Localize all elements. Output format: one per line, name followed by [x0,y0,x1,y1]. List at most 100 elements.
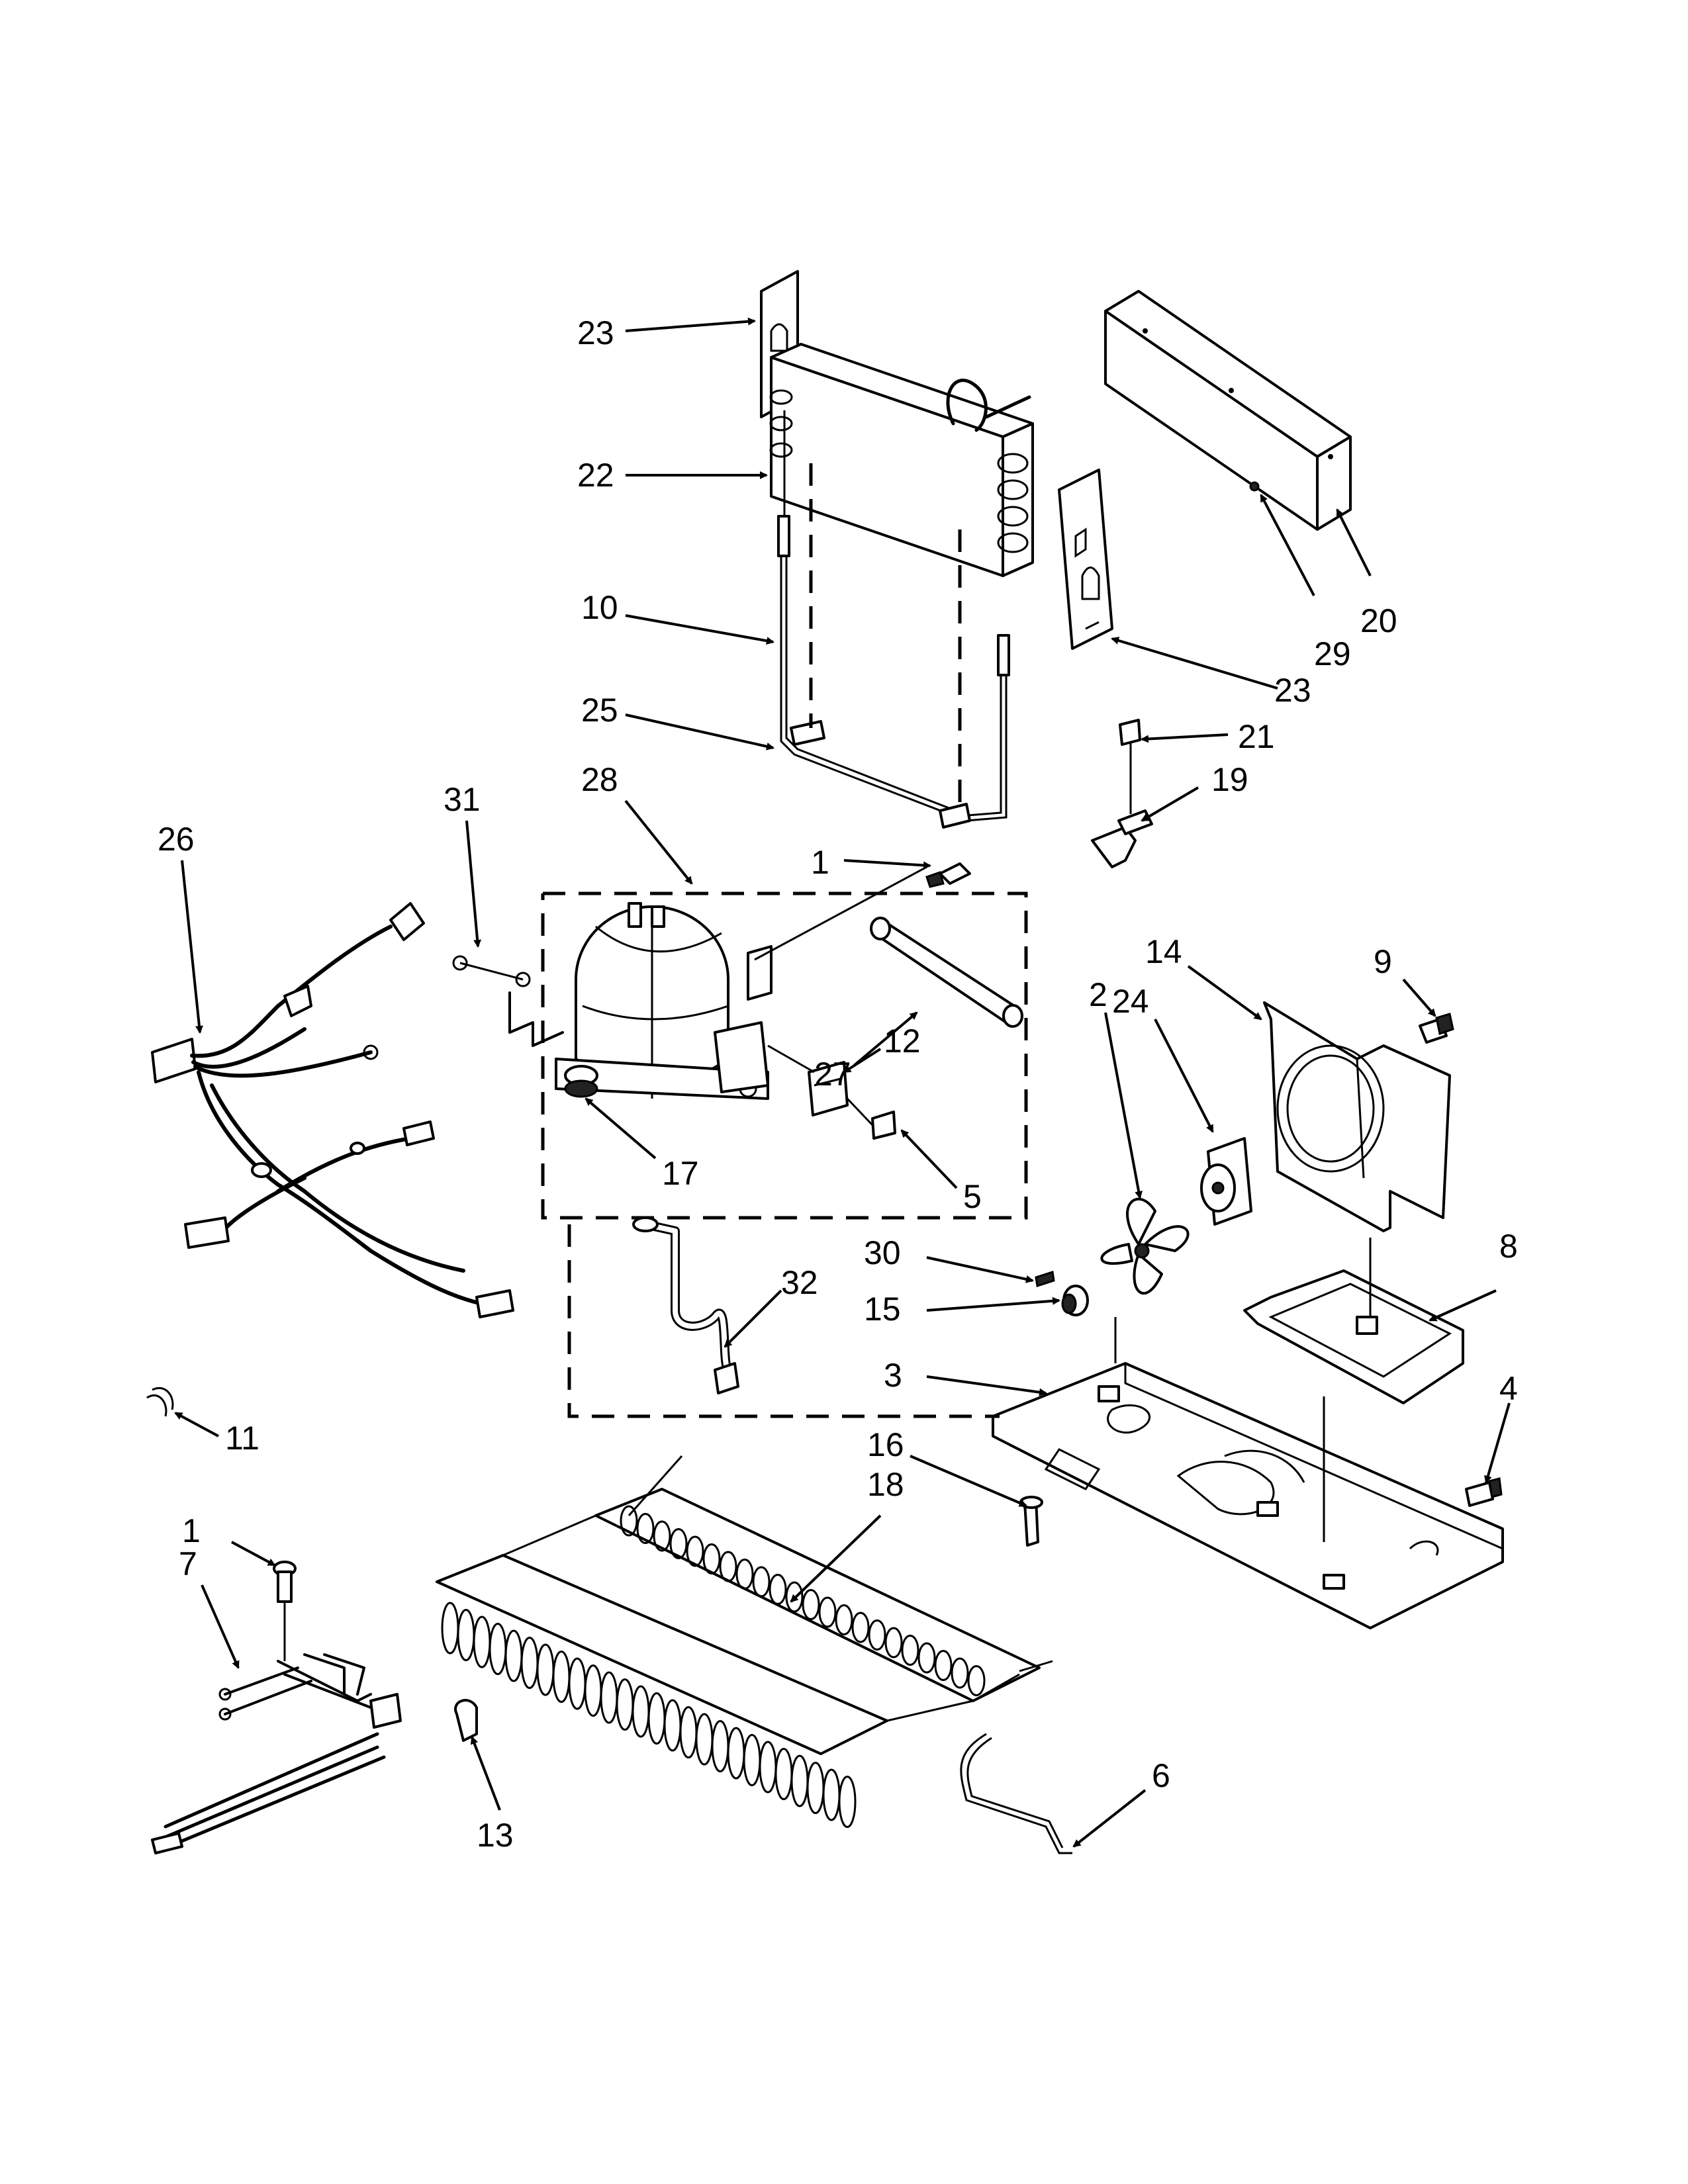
callout-24: 24 [1112,983,1149,1020]
wire-harness-7-part [151,1653,402,1854]
evaporator-cover-part [1104,290,1352,531]
condenser-coil-loop [489,1623,507,1675]
defrost-heater-part [777,410,1010,829]
condenser-coil-loop [520,1637,539,1689]
condenser-18-part [436,1455,1053,1755]
evaporator-bracket-right-part [1058,469,1113,650]
condenser-coil-loop [568,1657,586,1710]
condenser-coil-loop-upper [851,1612,870,1643]
callout-6: 6 [1152,1757,1170,1794]
callout-31: 31 [444,781,481,818]
condenser-coil-loop-upper [802,1589,820,1620]
condenser-coil-loop [584,1664,602,1717]
callout-13: 13 [477,1817,514,1854]
callout-26: 26 [158,821,195,858]
condenser-coil-loop-upper [653,1520,671,1552]
condenser-coil-loop [790,1754,809,1807]
condenser-coil-loop [727,1727,745,1780]
wire-11-part [146,1387,174,1417]
condenser-coil-loop [457,1609,475,1661]
screw-21-part [1119,719,1141,814]
condenser-coil-loop-upper [686,1535,704,1567]
callout-3: 3 [884,1357,902,1394]
drier-27-part [870,917,1023,1028]
screw-1-upper-part [925,862,971,888]
ground-strap-31-part [452,955,564,1047]
callout-8: 8 [1499,1228,1518,1265]
callout-19: 19 [1211,761,1248,798]
condenser-coil-loop-upper [719,1551,737,1582]
callout-28: 28 [581,761,618,798]
condenser-coil-loop-upper [917,1642,936,1674]
condenser-coil-loop-upper [620,1505,638,1537]
callout-23-left: 23 [577,314,614,351]
compressor-part [555,902,773,1100]
condenser-coil-loop-upper [835,1604,853,1635]
condenser-coil-loop [616,1678,634,1731]
condenser-coils [441,1505,986,1828]
callout-14: 14 [1145,933,1182,970]
rod-6-part [960,1733,1072,1854]
callout-9: 9 [1374,943,1392,980]
condenser-coil-loop [774,1748,793,1800]
tray-8-part [1243,1269,1464,1404]
callout-15: 15 [864,1291,901,1328]
condenser-coil-loop [552,1651,571,1703]
fan-motor-24-part [1200,1137,1252,1226]
condenser-coil-loop [536,1643,555,1696]
condenser-coil-loop [632,1685,650,1738]
condenser-coil-loop [822,1768,841,1821]
condenser-coil-loop-upper [951,1657,969,1689]
condenser-coil-loop [504,1629,523,1682]
callout-17: 17 [662,1155,699,1192]
callout-27: 27 [814,1056,851,1093]
callout-4: 4 [1499,1370,1518,1407]
condenser-coil-loop [679,1706,698,1758]
callout-16: 16 [867,1426,904,1463]
condenser-coil-loop [695,1713,714,1766]
overload-relay-12-part [808,1061,849,1116]
condenser-coil-loop [743,1734,761,1786]
condenser-coil-loop-upper [702,1543,721,1574]
callout-25: 25 [581,692,618,729]
callout-2: 2 [1089,976,1107,1013]
screw-4-part [1465,1477,1503,1507]
grommet-17-part [564,1065,598,1098]
clip-13-part [454,1699,478,1742]
callout-5: 5 [963,1178,982,1215]
callout-10: 10 [581,589,618,626]
callout-1-lower: 1 [182,1512,201,1549]
condenser-coil-loop-upper [901,1635,919,1666]
screw-1-lower-part [273,1561,297,1661]
callout-23-right: 23 [1274,672,1311,709]
fan-blade-2-part [1100,1197,1190,1295]
callout-29: 29 [1314,635,1351,672]
callout-11: 11 [225,1420,259,1457]
condenser-coil-loop [441,1602,459,1655]
screw-9-part [1419,1013,1454,1044]
condenser-coil-loop-upper [669,1528,688,1559]
condenser-coil-loop [838,1776,857,1828]
condenser-coil-loop-upper [636,1513,655,1544]
condenser-coil-loop [711,1720,729,1772]
evaporator-part [760,270,1034,577]
leader-lines [174,317,1511,1848]
condenser-coil-loop-upper [785,1581,804,1613]
condenser-coil-loop [759,1741,777,1794]
condenser-coil-loop-upper [752,1566,771,1598]
callout-12: 12 [884,1023,921,1060]
cover-5-part [871,1111,896,1140]
condenser-coil-loop-upper [884,1627,903,1659]
shroud-14-part [1263,1001,1451,1232]
grommet-15-part [1061,1285,1089,1316]
callout-7: 7 [179,1545,197,1582]
callout-22: 22 [577,457,614,494]
condenser-coil-loop-upper [769,1574,787,1605]
callout-32: 32 [781,1264,818,1301]
condenser-coil-loop [806,1762,825,1814]
drain-tube-32-part [632,1216,739,1394]
condenser-coil-loop-upper [735,1559,754,1590]
condenser-coil-loop [473,1615,491,1668]
condenser-coil-loop-upper [934,1650,953,1681]
